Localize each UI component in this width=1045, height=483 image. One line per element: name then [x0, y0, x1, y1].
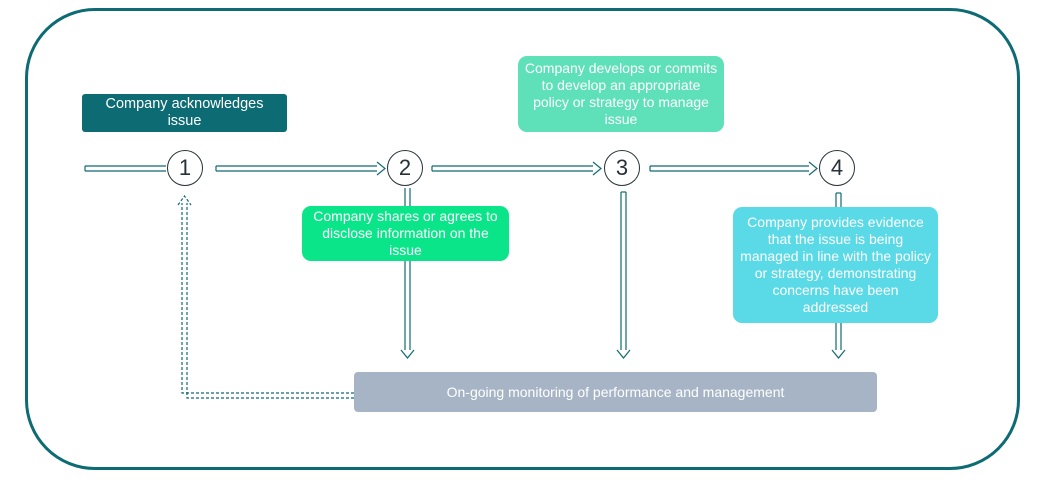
arrow-1-to-2: [215, 161, 386, 176]
acknowledge-issue-text: Company acknowledges issue: [105, 96, 264, 129]
provide-evidence-box: Company provides evidence that the issue…: [733, 207, 938, 323]
arrow-3-down: [616, 191, 631, 359]
develop-policy-box: Company develops or commits to develop a…: [518, 56, 724, 132]
step-2-circle: 2: [387, 150, 423, 186]
share-information-box: Company shares or agrees to disclose inf…: [302, 206, 509, 261]
feedback-loop-arrow: [177, 194, 354, 399]
acknowledge-issue-box: Company acknowledges issue: [82, 94, 287, 132]
develop-policy-text: Company develops or commits to develop a…: [524, 60, 718, 127]
step-4-circle: 4: [819, 150, 855, 186]
arrow-2-down: [400, 188, 415, 359]
arrow-3-to-4: [649, 161, 818, 176]
step-1-circle: 1: [167, 150, 203, 186]
provide-evidence-text: Company provides evidence that the issue…: [740, 214, 931, 315]
share-information-text: Company shares or agrees to disclose inf…: [313, 208, 498, 258]
diagram-frame: [25, 8, 1020, 470]
arrow-2-to-3: [431, 161, 602, 176]
arrow-start-to-1: [84, 165, 166, 172]
arrow-4-down: [831, 192, 846, 359]
step-3-circle: 3: [604, 150, 640, 186]
ongoing-monitoring-box: On-going monitoring of performance and m…: [354, 372, 877, 412]
ongoing-monitoring-text: On-going monitoring of performance and m…: [446, 383, 785, 400]
